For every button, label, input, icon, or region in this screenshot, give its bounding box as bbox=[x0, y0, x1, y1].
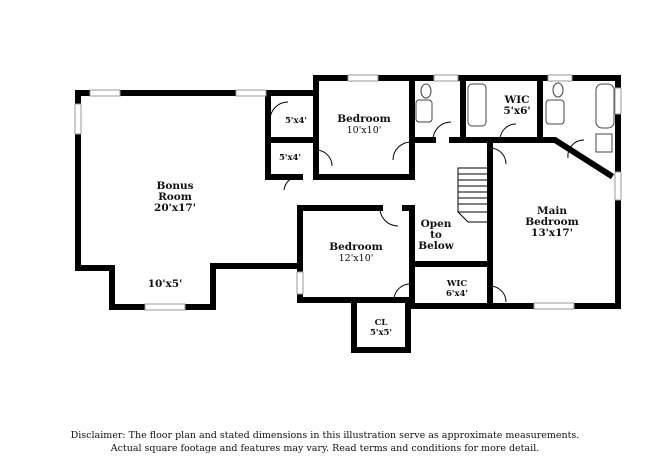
open-below-walls bbox=[409, 205, 493, 267]
wic-top-name: WIC bbox=[504, 94, 530, 106]
bedroom-top-south-wall bbox=[313, 75, 415, 180]
bedroom-mid-walls bbox=[297, 205, 415, 303]
closet-upper-label: 5'x4' bbox=[280, 116, 312, 126]
disclaimer-line2: Actual square footage and features may v… bbox=[110, 443, 540, 454]
bedroom-top-name: Bedroom bbox=[337, 113, 391, 125]
main-bedroom-name-line1: Main bbox=[536, 205, 568, 217]
bonus-alcove-dims: 10'x5' bbox=[147, 278, 183, 290]
wic-bottom-label: WIC 6'x4' bbox=[440, 279, 474, 299]
small-closet-walls bbox=[265, 75, 319, 180]
bedroom-top-label: Bedroom 10'x10' bbox=[326, 113, 402, 137]
closet-lower-dims: 5'x4' bbox=[278, 153, 302, 163]
bonus-alcove-label: 10'x5' bbox=[140, 279, 190, 290]
open-to-below-line2: to bbox=[430, 229, 442, 241]
staircase bbox=[457, 167, 489, 223]
bonus-room-dims: 20'x17' bbox=[154, 202, 196, 214]
open-to-below-line3: Below bbox=[418, 240, 454, 252]
closet-upper-dims: 5'x4' bbox=[284, 116, 308, 126]
main-bedroom-dims: 13'x17' bbox=[531, 227, 573, 239]
hall-bath-walls bbox=[409, 75, 503, 143]
bedroom-top-dims: 10'x10' bbox=[346, 125, 382, 136]
wic-top-dims: 5'x6' bbox=[503, 105, 531, 117]
right-wall bbox=[487, 75, 621, 309]
closet-lower-label: 5'x4' bbox=[274, 153, 306, 163]
closet-cl-label: CL 5'x5' bbox=[364, 318, 398, 338]
open-to-below-label: Open to Below bbox=[416, 219, 456, 252]
cl-closet-walls bbox=[351, 297, 411, 353]
windows bbox=[74, 74, 622, 311]
bath-wall bbox=[487, 75, 615, 180]
bedroom-mid-dims: 12'x10' bbox=[338, 253, 374, 264]
disclaimer: Disclaimer: The floor plan and stated di… bbox=[0, 429, 650, 455]
bonus-room-name-line1: Bonus bbox=[156, 180, 194, 192]
bath-fixtures bbox=[415, 82, 615, 153]
closet-cl-name: CL bbox=[374, 318, 388, 328]
disclaimer-line1: Disclaimer: The floor plan and stated di… bbox=[70, 430, 580, 441]
door-swings bbox=[269, 101, 585, 303]
bedroom-mid-name: Bedroom bbox=[329, 241, 383, 253]
open-to-below-line1: Open bbox=[420, 218, 452, 230]
wic-bottom-dims: 6'x4' bbox=[445, 289, 469, 299]
bonus-room-name-line2: Room bbox=[158, 191, 192, 203]
bonus-room-label: Bonus Room 20'x17' bbox=[140, 181, 210, 214]
wic-bottom-walls bbox=[409, 261, 493, 309]
wic-top-label: WIC 5'x6' bbox=[496, 95, 538, 117]
main-bedroom-name-line2: Bedroom bbox=[525, 216, 579, 228]
wic-bottom-name: WIC bbox=[446, 279, 468, 289]
closet-cl-dims: 5'x5' bbox=[369, 328, 393, 338]
bedroom-mid-label: Bedroom 12'x10' bbox=[318, 241, 394, 265]
main-bedroom-label: Main Bedroom 13'x17' bbox=[514, 206, 590, 239]
